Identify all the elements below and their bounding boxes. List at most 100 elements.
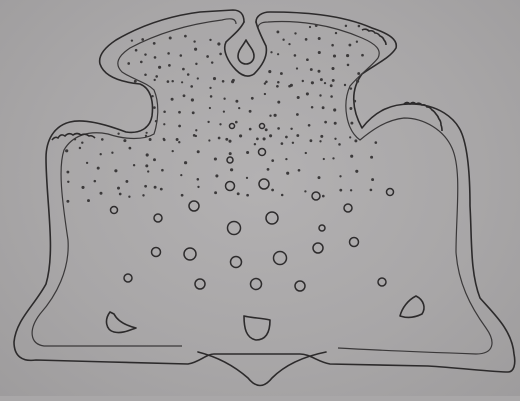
stipple-dot [324,121,327,124]
right-wing-edge [404,103,442,132]
stipple-dot [238,107,240,109]
stipple-dot [131,39,133,41]
stipple-dot [114,169,117,172]
stipple-dot [87,199,90,202]
stipple-dot [308,124,311,127]
stipple-dot [330,84,333,87]
stipple-dot [207,121,209,123]
stipple-dot [195,135,197,137]
stipple-dot [151,95,153,97]
stipple-dot [97,167,100,170]
ring-marking [378,278,386,286]
stipple-dot [160,188,163,191]
stipple-dot [149,138,152,141]
stipple-dot [331,44,334,47]
stipple-dot [219,53,222,56]
stipple-dot [292,142,294,144]
stipple-dot [128,196,130,198]
stipple-dot [133,164,135,166]
stipple-dot [319,140,321,142]
ring-marking [260,124,265,129]
stipple-dot [169,37,172,40]
stipple-dot [117,133,119,135]
ring-marking [295,281,305,291]
stipple-dot [219,123,221,125]
stipple-dot [67,181,69,183]
stipple-dot [246,151,249,154]
stipple-dot [281,194,284,197]
stipple-dot [161,169,164,172]
stipple-dot [230,168,233,171]
stipple-dot [191,98,194,101]
stipple-dot [356,80,359,83]
stipple-dot [251,97,254,100]
stipple-dot [294,54,297,57]
stipple-dot [277,101,280,104]
stipple-dot [66,171,69,174]
ring-marking [259,149,266,156]
stipple-dot [371,178,374,181]
stipple-dot [334,138,336,140]
stipple-dot [94,180,97,183]
ring-marking [274,252,287,265]
ring-marking [184,248,196,260]
stipple-dot [318,51,321,54]
stipple-dot [181,81,183,83]
stipple-dot [192,111,195,114]
stipple-dot [355,170,358,173]
stipple-dot [310,139,313,142]
stipple-dot [197,186,199,188]
stipple-dot [356,41,358,43]
stipple-dot [153,158,156,161]
stipple-dot [79,147,81,149]
ring-marking [350,238,359,247]
stipple-dot [154,56,157,59]
stipple-dot [323,158,325,160]
stipple-dot [296,113,299,116]
stipple-dot [117,187,120,190]
stipple-dot [288,43,290,45]
stipple-dot [145,135,147,137]
stipple-dot [147,170,149,172]
ring-marking [266,212,278,224]
stipple-dot [306,58,309,61]
ring-marking [319,225,325,231]
stipple-dot [154,79,156,81]
stipple-dot [155,120,157,122]
stipple-dot [304,190,306,192]
stipple-dot [134,80,137,83]
stipple-dot [211,61,213,63]
stipple-dot [246,177,248,179]
stipple-dot [370,156,373,159]
stipple-dot [168,64,171,67]
stipple-dot [350,155,353,158]
ring-marking [312,192,320,200]
central-notch [225,22,267,76]
stipple-dot [334,122,337,125]
stipple-dot [209,87,211,89]
ring-marking [313,243,323,253]
teardrop-marking [238,40,254,64]
stipple-dot [353,100,356,103]
stipple-dot [333,108,336,111]
stipple-dot [320,135,323,138]
stipple-dot [290,128,292,130]
ring-marking [152,248,161,257]
stipple-dot [144,185,147,188]
stipple-dot [274,114,277,117]
stipple-dot [74,138,76,140]
stipple-dot [184,161,187,164]
stipple-dot [223,98,225,100]
ring-marking [154,214,162,222]
stipple-dot [213,77,216,80]
stipple-dot [228,140,231,143]
stipple-dot [225,138,228,141]
stipple-dot [331,67,334,70]
stipple-dot [154,186,157,189]
right-hook [400,296,424,317]
stipple-dot [332,79,335,82]
stipple-dot [197,178,200,181]
stipple-dot [145,164,148,167]
stipple-dot [338,143,341,146]
